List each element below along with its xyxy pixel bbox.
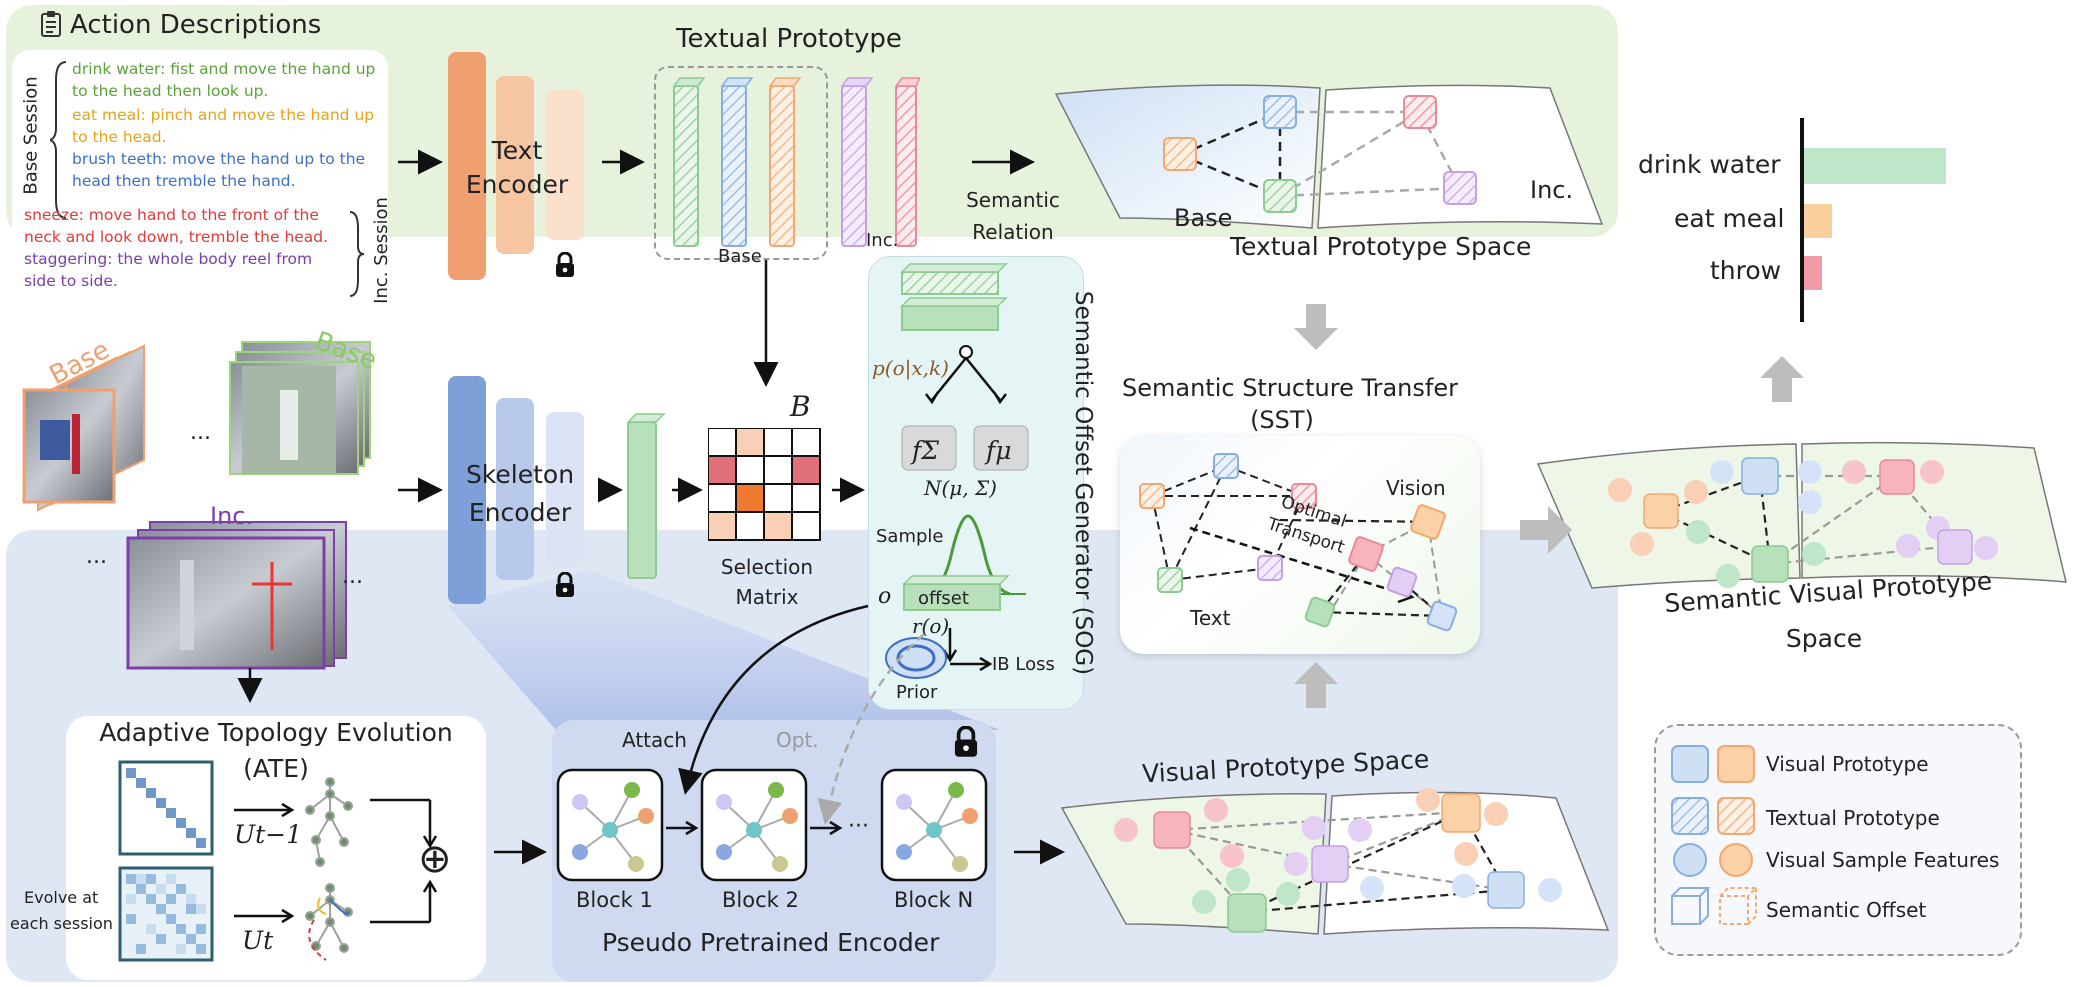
description-brush-teeth: brush teeth: move the hand up to the hea… — [72, 150, 366, 190]
video-inc-label: Inc. — [210, 502, 254, 530]
text-encoder-label: Text Encoder — [465, 136, 569, 199]
sog-o-label: o — [878, 584, 892, 609]
sst-panel — [1120, 436, 1480, 654]
skeleton-encoder-layer-2 — [496, 398, 534, 580]
sst-text-label: Text — [1190, 606, 1231, 630]
textual-space-inc-label: Inc. — [1530, 176, 1574, 204]
result-label-eat-meal: eat meal — [1674, 204, 1785, 233]
ppe-dots: ··· — [848, 814, 869, 839]
lock-icon — [554, 251, 576, 278]
result-bar-throw — [1804, 256, 1822, 290]
semantic-visual-space-title-line2: Space — [1785, 624, 1863, 653]
visual-prototype-space-plane — [1060, 788, 1610, 935]
legend-visual-prototype: Visual Prototype — [1766, 752, 1929, 776]
description-staggering: staggering: the whole body reel from sid… — [24, 250, 313, 290]
skeleton-encoder-layer-1 — [448, 376, 486, 604]
legend-visual-sample-features: Visual Sample Features — [1766, 848, 2000, 872]
ppe-blockn-label: Block N — [894, 888, 974, 912]
ppe-title: Pseudo Pretrained Encoder — [602, 928, 940, 957]
action-descriptions-box: Base Session drink water: fist and move … — [12, 50, 392, 308]
video-clips — [22, 341, 371, 670]
video-ellipsis-1: ... — [190, 420, 211, 445]
ate-evolve-line1: Evolve at — [24, 888, 99, 907]
textual-prototype-base-label: Base — [718, 246, 762, 267]
inc-session-label: Inc. Session — [370, 197, 392, 304]
ate-title-line1: Adaptive Topology Evolution — [99, 718, 453, 747]
ate-oplus: ⊕ — [418, 836, 452, 882]
ate-u-prev: Ut−1 — [234, 820, 302, 849]
result-label-drink-water: drink water — [1638, 150, 1781, 179]
textual-prototype-title: Textual Prototype — [676, 24, 902, 54]
base-session-label: Base Session — [20, 76, 42, 195]
legend-semantic-offset: Semantic Offset — [1766, 898, 1927, 922]
ppe-block-2 — [700, 768, 808, 882]
sog-ib-loss: IB Loss — [992, 654, 1055, 675]
sog-normal: N(μ, Σ) — [924, 476, 997, 500]
textual-prototype-inc-label: Inc. — [866, 230, 899, 251]
semantic-relation-label: Semantic Relation — [966, 188, 1060, 244]
sst-title-line1: Semantic Structure Transfer — [1122, 374, 1458, 402]
sog-offset: offset — [918, 588, 969, 609]
skeleton-feature-vector — [626, 413, 666, 579]
ppe-lock-icon — [952, 725, 980, 758]
skeleton-encoder-label: Skeleton Encoder — [465, 460, 575, 527]
ppe-block-n — [880, 768, 988, 882]
textual-space-base-label: Base — [1174, 204, 1233, 232]
ppe-opt-label: Opt. — [776, 728, 819, 752]
result-label-throw: throw — [1710, 256, 1782, 285]
clipboard-icon — [40, 10, 62, 38]
textual-prototype-space-plane — [1054, 84, 1604, 229]
description-sneeze: sneeze: move hand to the front of the ne… — [24, 206, 329, 246]
skeleton-lock-icon — [554, 571, 576, 598]
textual-prototype-bar-green — [672, 77, 706, 247]
result-bar-drink-water — [1804, 148, 1946, 184]
sog-r-label: r(o) — [912, 614, 950, 638]
selection-matrix-grid — [708, 428, 821, 541]
text-encoder-layer-3 — [546, 90, 584, 240]
ppe-block2-label: Block 2 — [722, 888, 799, 912]
sog-f-mu: fμ — [986, 436, 1012, 465]
selection-matrix-symbol: B — [790, 390, 811, 423]
skeleton-encoder-layer-3 — [546, 412, 584, 566]
selection-matrix-label: Selection Matrix — [720, 555, 814, 609]
sst-vision-label: Vision — [1386, 476, 1446, 500]
sog-f-sigma: fΣ — [912, 436, 939, 465]
result-bar-eat-meal — [1804, 204, 1832, 238]
ate-adjacency-cur — [118, 866, 214, 962]
video-ellipsis-2: ... — [86, 544, 107, 569]
ppe-blocks — [556, 768, 988, 882]
sog-sample: Sample — [876, 526, 944, 547]
ppe-block1-label: Block 1 — [576, 888, 653, 912]
ate-skeleton-graphs — [234, 777, 438, 961]
ate-evolve-line2: each session — [10, 914, 113, 933]
text-encoder-layer-1 — [448, 52, 486, 280]
textual-prototype-base-group — [654, 66, 828, 260]
text-encoder-layer-2 — [496, 76, 534, 254]
textual-prototype-space-title: Textual Prototype Space — [1230, 232, 1532, 261]
video-ellipsis-3: ... — [342, 564, 363, 589]
ate-adjacency-prev — [118, 760, 214, 856]
legend-icons — [1671, 745, 1759, 925]
sog-posterior: p(o|x,k) — [872, 356, 949, 380]
ate-title-line2: (ATE) — [243, 754, 309, 783]
result-axis — [1800, 118, 1804, 322]
description-drink-water: drink water: fist and move the hand up t… — [72, 60, 376, 100]
sog-title: Semantic Offset Generator (SOG) — [1070, 290, 1096, 676]
sst-graph — [1139, 453, 1458, 632]
legend-textual-prototype: Textual Prototype — [1766, 806, 1940, 830]
semantic-visual-space-plane — [1536, 441, 2067, 589]
ppe-block-1 — [556, 768, 664, 882]
textual-prototype-bar-purple — [840, 77, 874, 247]
action-descriptions-title: Action Descriptions — [70, 10, 322, 40]
textual-prototype-bar-orange — [768, 77, 802, 247]
textual-prototype-bar-red — [894, 77, 920, 247]
ate-u-cur: Ut — [242, 926, 274, 955]
sst-title-line2: (SST) — [1250, 406, 1314, 434]
textual-prototype-bar-blue — [720, 77, 754, 247]
sog-prior: Prior — [896, 682, 938, 703]
ppe-attach-label: Attach — [622, 728, 687, 752]
description-eat-meal: eat meal: pinch and move the hand up to … — [72, 106, 375, 146]
legend-box — [1654, 724, 2022, 956]
